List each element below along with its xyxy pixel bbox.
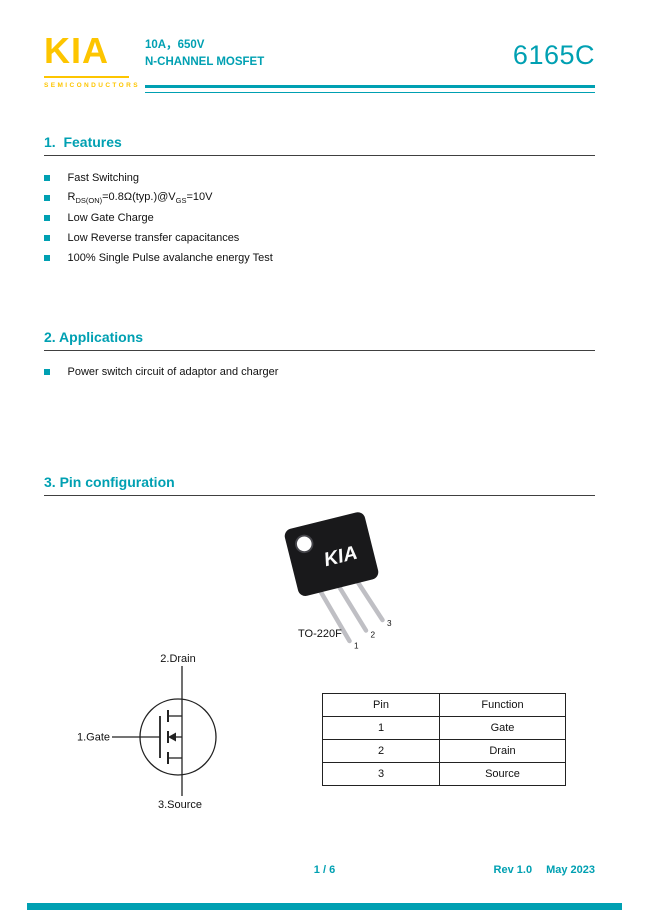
package-pin3-label: 3 [387,619,392,628]
package-body [284,512,379,596]
bullet-square-icon [44,215,50,221]
function-column-header: Function [439,693,566,717]
device-type-line: N-CHANNEL MOSFET [145,56,265,68]
feature-item-avalanche: 100% Single Pulse avalanche energy Test [44,248,273,268]
header-rule-thick [145,85,595,88]
feature-item-label: 100% Single Pulse avalanche energy Test [67,252,273,264]
rds-subscript: DS(ON) [75,196,103,206]
feature-item-label: Low Reverse transfer capacitances [67,232,240,244]
section-title-features: 1. Features [44,134,122,150]
bullet-square-icon [44,235,50,241]
vgs-subscript: GS [175,196,187,206]
feature-item-label: Fast Switching [67,172,140,184]
function-cell: Source [439,762,566,786]
rds-symbol: R [67,190,76,203]
drain-label: 2.Drain [160,653,195,665]
body-diode-arrow [168,732,176,742]
table-row: 1 Gate [322,716,566,740]
package-pin2-label: 2 [371,630,376,639]
rating-line: 10A，650V [145,39,205,51]
section-rule-features [44,155,595,156]
package-mounting-hole [295,534,314,554]
feature-item-rds: RDS(ON)=0.8Ω(typ.)@VGS=10V [44,188,273,208]
pin-column-header: Pin [322,693,440,717]
pin-cell: 2 [322,739,440,763]
section-rule-pin-configuration [44,495,595,496]
rds-value: =0.8Ω(typ.)@V [102,190,176,203]
table-row: 3 Source [322,762,566,786]
logo-subtext: SEMICONDUCTORS [44,82,140,89]
package-pin1-label: 1 [354,642,359,651]
part-number: 6165C [512,40,595,70]
function-cell: Drain [439,739,566,763]
feature-item-label: RDS(ON)=0.8Ω(typ.)@VGS=10V [68,191,213,205]
feature-item-low-gate-charge: Low Gate Charge [44,208,273,228]
page-indicator: 1 / 6 [313,864,336,876]
header-rule-thin [145,92,595,93]
vgs-value: =10V [186,190,213,203]
section-rule-applications [44,350,595,351]
function-cell: Gate [439,716,566,740]
bullet-square-icon [44,175,50,181]
feature-item-low-reverse: Low Reverse transfer capacitances [44,228,273,248]
bullet-square-icon [44,255,50,261]
footer-bar [27,903,622,910]
pin-cell: 3 [322,762,440,786]
revision-label: Rev 1.0 [493,864,533,876]
gate-label: 1.Gate [77,732,110,744]
application-item-label: Power switch circuit of adaptor and char… [67,366,279,378]
logo-underline [44,76,129,78]
applications-list: Power switch circuit of adaptor and char… [44,362,278,382]
package-name-label: TO-220F [298,628,342,640]
kia-logo: KIA [44,30,109,71]
pin-function-table: Pin Function 1 Gate 2 Drain 3 Source [322,693,566,786]
header-subtitle: 10A，650V N-CHANNEL MOSFET [145,37,264,71]
package-pins [318,581,385,644]
bullet-square-icon [44,369,50,375]
section-title-pin-configuration: 3. Pin configuration [44,474,175,490]
feature-item-fast-switching: Fast Switching [44,168,273,188]
application-item-power-switch: Power switch circuit of adaptor and char… [44,362,278,382]
features-list: Fast Switching RDS(ON)=0.8Ω(typ.)@VGS=10… [44,168,273,268]
bullet-square-icon [44,195,50,201]
pin-cell: 1 [322,716,440,740]
table-row: 2 Drain [322,739,566,763]
source-label: 3.Source [158,799,202,811]
feature-item-label: Low Gate Charge [67,212,154,224]
section-title-applications: 2. Applications [44,329,144,345]
mosfet-schematic: 2.Drain 1.Gate 3.Source [77,653,217,811]
package-image: KIA 1 2 3 [284,512,392,651]
table-header-row: Pin Function [322,693,566,717]
revision-date: May 2023 [546,864,595,876]
revision-info: Rev 1.0 May 2023 [494,864,595,876]
